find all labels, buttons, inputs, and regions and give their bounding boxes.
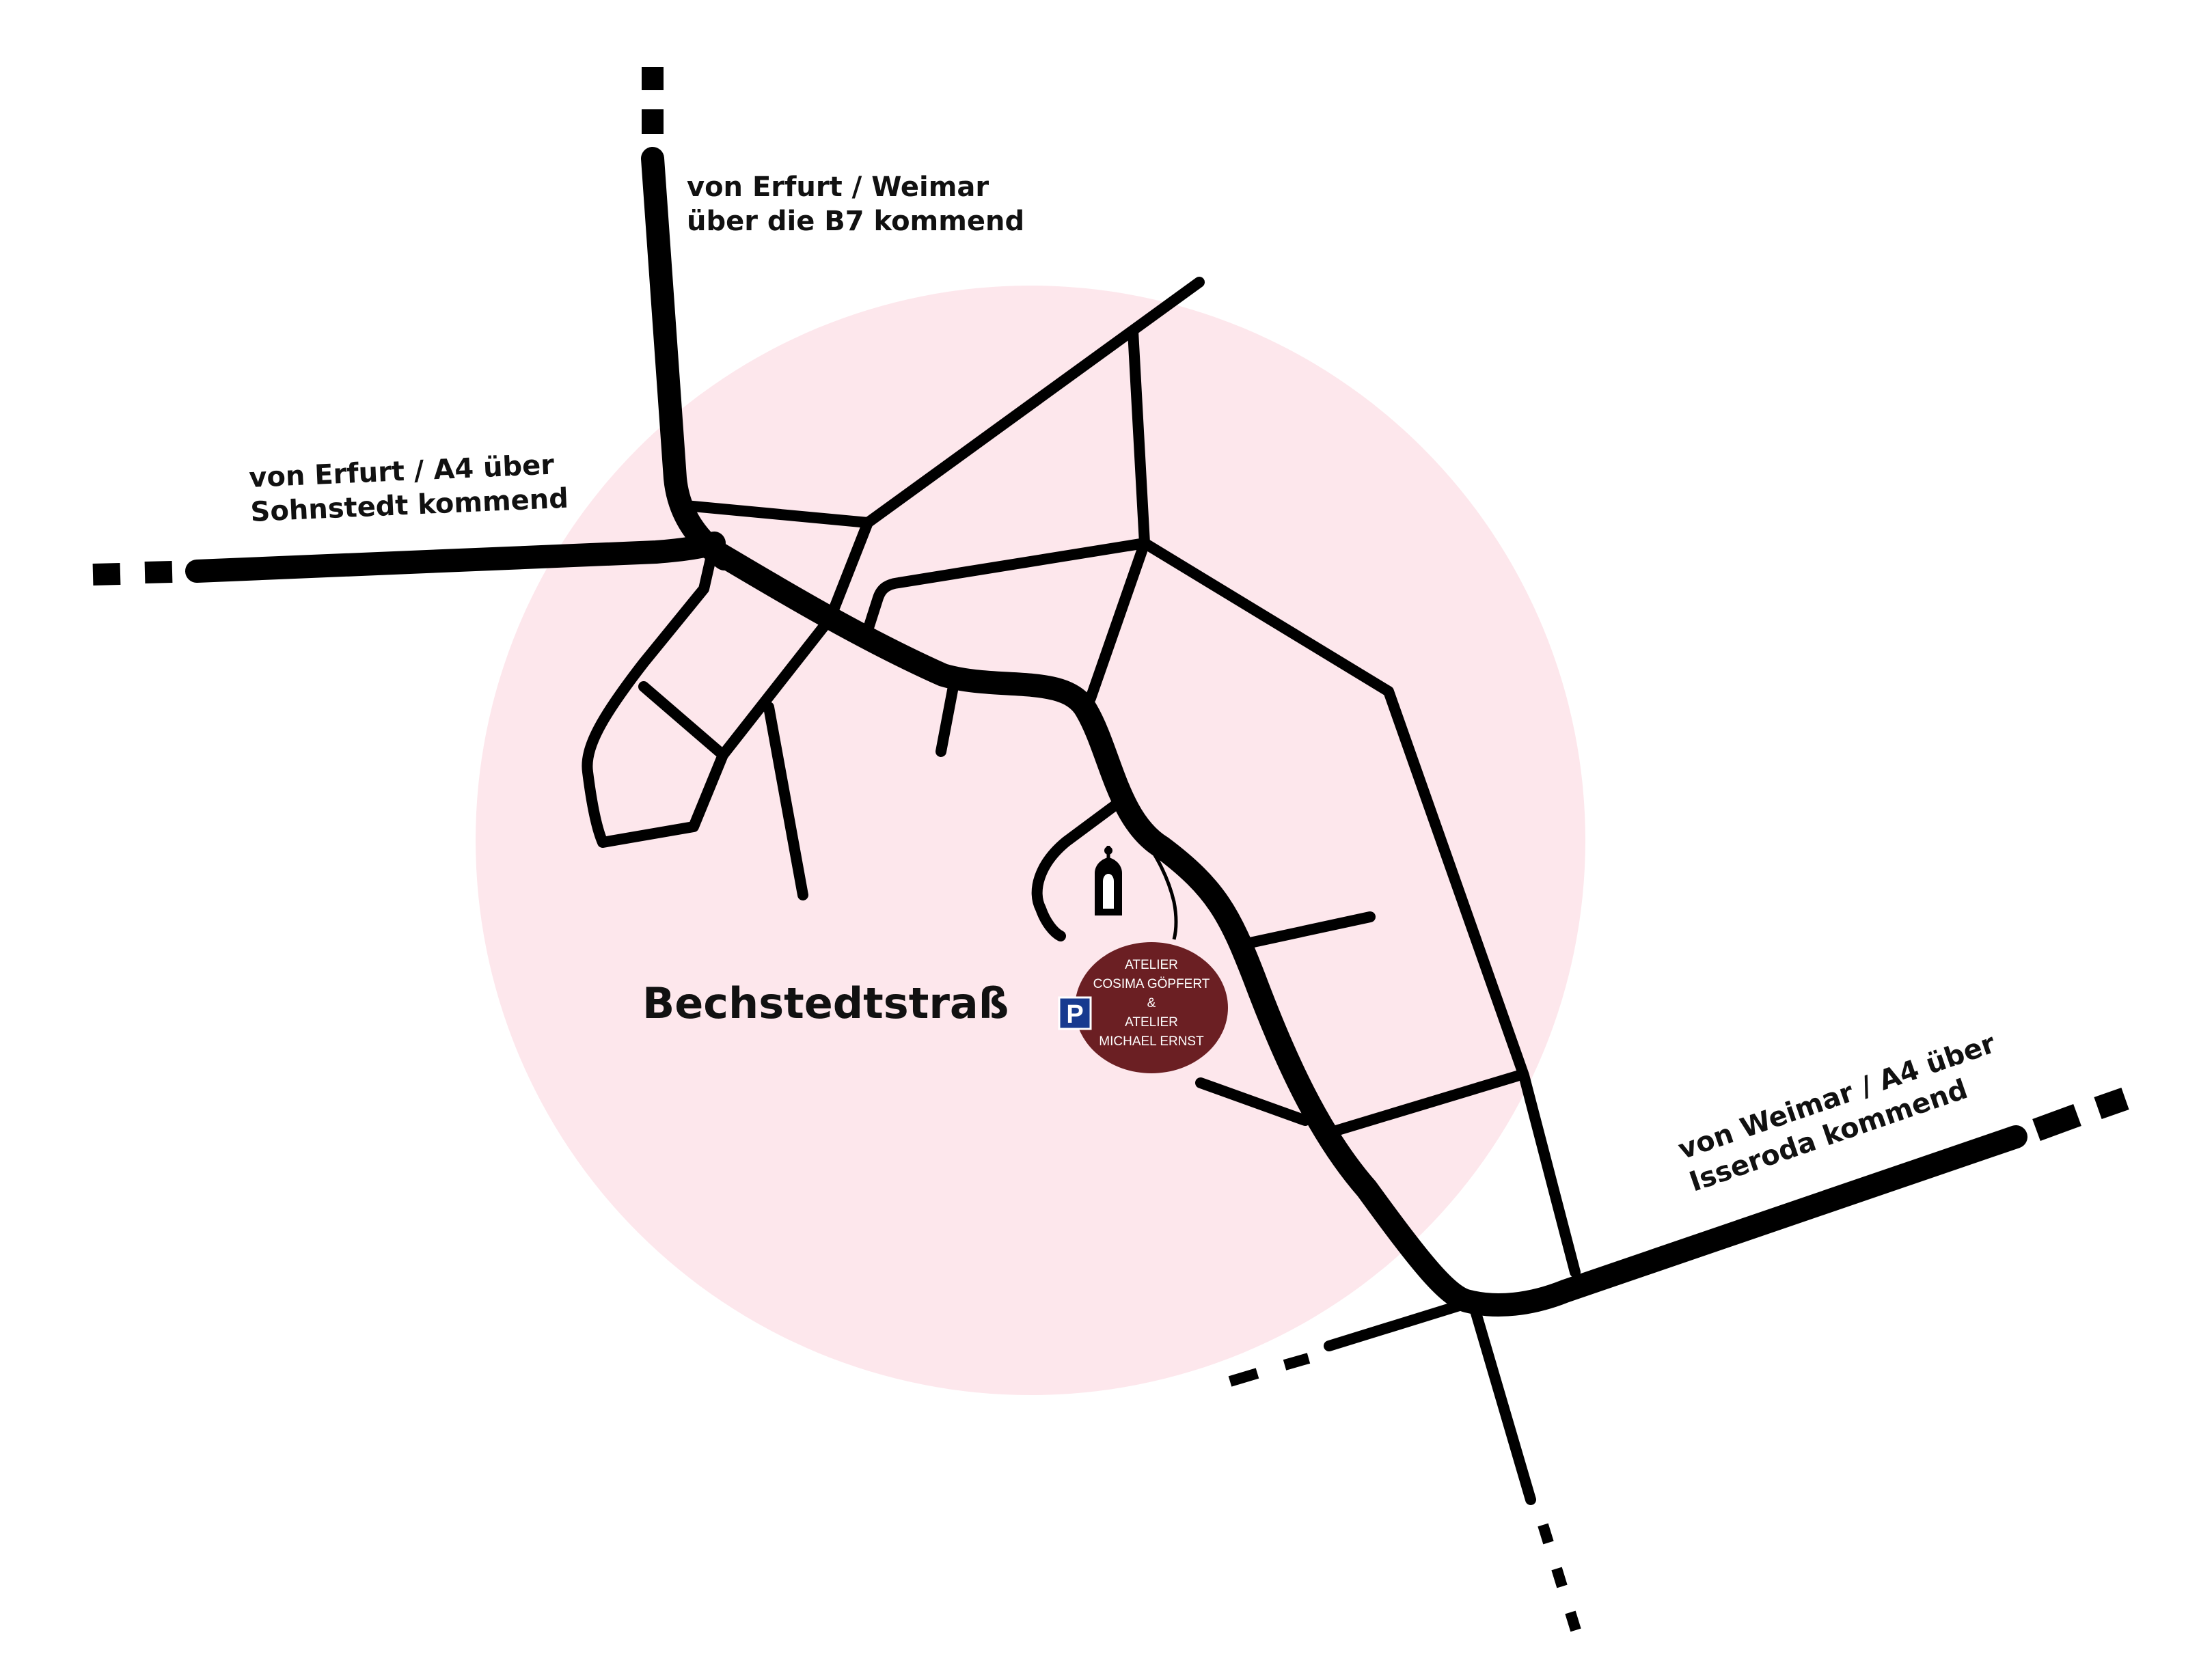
dash-s-2: [1551, 1567, 1568, 1588]
parking-label: P: [1066, 1000, 1083, 1029]
parking-sign-icon: P: [1058, 996, 1092, 1030]
road-inner-link: [825, 517, 873, 624]
road-main-through: [696, 535, 2027, 1317]
road-nw-link: [680, 500, 873, 528]
atelier-line-1: ATELIER: [1125, 958, 1178, 972]
road-south: [1467, 1296, 1536, 1505]
road-center-stub: [935, 681, 959, 757]
church-icon: [1095, 846, 1122, 915]
direction-north-line-1: von Erfurt / Weimar: [687, 171, 989, 203]
dash-west-1: [92, 563, 121, 586]
road-east-diagonal: [1139, 538, 1581, 1278]
atelier-line-2: COSIMA GÖPFERT: [1093, 977, 1210, 991]
street-label: Bechstedtstraß: [642, 978, 1009, 1028]
dash-s-3: [1565, 1610, 1581, 1632]
road-inner-east: [862, 538, 1150, 635]
road-diagonal-ne: [862, 277, 1205, 528]
dash-west-2: [144, 561, 173, 583]
dash-sw-2: [1283, 1353, 1311, 1371]
atelier-line-3: &: [1147, 996, 1156, 1010]
road-southwest: [1324, 1296, 1478, 1351]
atelier-marker: ATELIER COSIMA GÖPFERT & ATELIER MICHAEL…: [1075, 942, 1228, 1073]
road-south-stub: [763, 702, 808, 900]
dash-sw-1: [1228, 1368, 1259, 1387]
road-east-cross: [1330, 1071, 1522, 1136]
road-loop-west: [582, 553, 836, 848]
road-southwest-stub: [1195, 1077, 1311, 1126]
minor-roads: [582, 277, 1581, 1505]
atelier-line-5: MICHAEL ERNST: [1099, 1034, 1204, 1049]
road-atelier-bend: [1031, 801, 1119, 941]
road-east-stub: [1238, 911, 1376, 950]
main-roads: [185, 147, 2027, 1317]
atelier-line-4: ATELIER: [1125, 1015, 1178, 1030]
dash-se-2: [2094, 1087, 2129, 1120]
road-north-stub: [1128, 326, 1150, 549]
footpath-to-atelier: [1116, 808, 1178, 940]
road-loop-cross: [638, 681, 728, 760]
dash-se-1: [2032, 1104, 2081, 1141]
direction-north-line-2: über die B7 kommend: [687, 206, 1024, 237]
road-center-link: [1085, 538, 1150, 704]
dash-s-1: [1538, 1523, 1554, 1545]
dashed-road-continuations: [92, 67, 2129, 1632]
